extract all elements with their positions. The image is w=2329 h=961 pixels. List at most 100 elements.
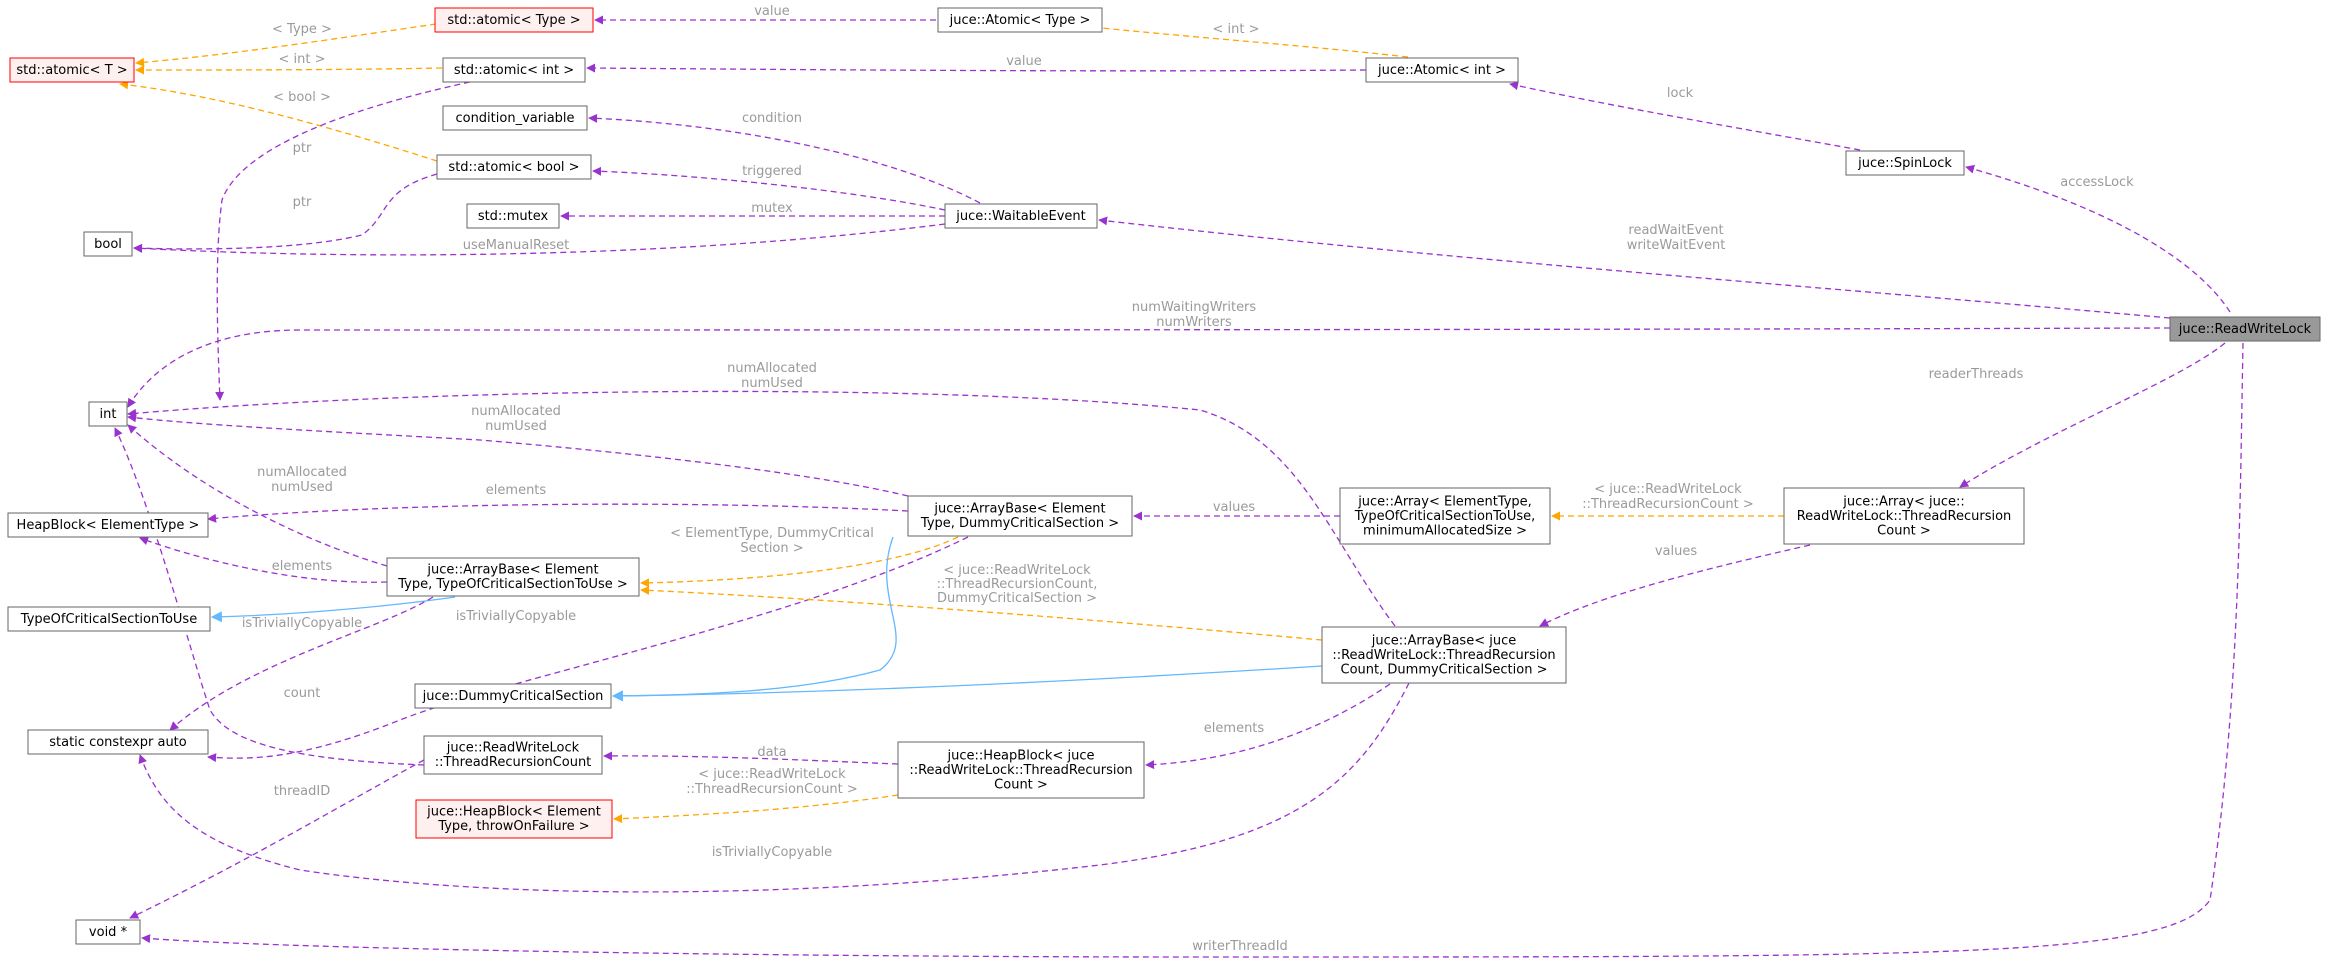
edge-label: ptr (293, 195, 312, 210)
node-array-generic[interactable]: juce::Array< ElementType,TypeOfCriticalS… (1339, 487, 1551, 545)
node-dummy-cs[interactable]: juce::DummyCriticalSection (414, 683, 612, 709)
node-array-juce[interactable]: juce::Array< juce::ReadWriteLock::Thread… (1783, 487, 2025, 545)
node-box (1339, 487, 1551, 545)
edge-label: < juce::ReadWriteLock (1594, 482, 1742, 497)
edge-label: values (1213, 500, 1256, 515)
edge-dummy-inherit (611, 536, 897, 702)
edge-label: lock (1667, 86, 1694, 101)
node-label: juce::WaitableEvent (955, 209, 1086, 224)
node-static-constexpr[interactable]: static constexpr auto (27, 729, 209, 755)
node-label: Count > (1877, 523, 1931, 538)
node-label: juce::Array< ElementType, (1357, 494, 1532, 509)
edge-int-tpl2 (135, 65, 443, 75)
node-box (1365, 57, 1519, 83)
edge-juce-elements (1145, 683, 1391, 770)
node-box (83, 231, 133, 257)
node-label: juce::HeapBlock< juce (947, 748, 1095, 763)
node-label: std::mutex (478, 209, 549, 224)
node-box (414, 683, 612, 709)
node-label: juce::Atomic< Type > (949, 13, 1091, 28)
edge-label: elements (1204, 721, 1265, 736)
node-label: HeapBlock< ElementType > (17, 518, 200, 533)
node-label: ::ReadWriteLock::ThreadRecursion (909, 763, 1132, 778)
node-bool[interactable]: bool (83, 231, 133, 257)
node-waitable-event[interactable]: juce::WaitableEvent (944, 203, 1098, 229)
node-label: Count > (994, 777, 1048, 792)
edge-accesslock (1965, 164, 2231, 313)
node-std-atomic-type[interactable]: std::atomic< Type > (434, 7, 594, 33)
nodes-layer: juce::ReadWriteLockjuce::SpinLockjuce::A… (7, 7, 2321, 945)
edge-juce-trivial (138, 682, 1410, 893)
node-readwritelock[interactable]: juce::ReadWriteLock (2169, 316, 2321, 342)
node-arraybase-tocs[interactable]: juce::ArrayBase< ElementType, TypeOfCrit… (386, 557, 640, 597)
node-label: juce::DummyCriticalSection (422, 689, 604, 704)
node-rwl-trc[interactable]: juce::ReadWriteLock::ThreadRecursionCoun… (423, 735, 603, 775)
edge-writers (127, 327, 2171, 408)
node-label: Type, throwOnFailure > (437, 819, 589, 834)
node-heapblock-throw[interactable]: juce::HeapBlock< ElementType, throwOnFai… (415, 799, 613, 839)
edge-ab-tocs-elements (139, 536, 388, 583)
node-std-atomic-int[interactable]: std::atomic< int > (442, 57, 586, 83)
node-box (436, 154, 592, 180)
node-arraybase-dummy[interactable]: juce::ArrayBase< ElementType, DummyCriti… (907, 495, 1133, 537)
node-std-atomic-bool[interactable]: std::atomic< bool > (436, 154, 592, 180)
edge-label: threadID (274, 784, 330, 799)
node-box (1321, 626, 1567, 684)
node-std-mutex[interactable]: std::mutex (466, 203, 560, 229)
node-int[interactable]: int (88, 401, 128, 427)
node-box (386, 557, 640, 597)
node-atomic-type-juce[interactable]: juce::Atomic< Type > (937, 7, 1103, 33)
node-heapblock-et[interactable]: HeapBlock< ElementType > (7, 512, 209, 538)
edge-label: numUsed (485, 419, 547, 434)
node-std-atomic-T[interactable]: std::atomic< T > (9, 57, 135, 83)
edge-label: numUsed (741, 376, 803, 391)
edge-label: numUsed (271, 480, 333, 495)
edge-label: < bool > (273, 90, 331, 105)
node-label: Count, DummyCriticalSection > (1341, 662, 1548, 677)
edges-layer (114, 15, 2244, 958)
edge-tocs-trivial (169, 596, 434, 731)
node-label: Type, DummyCriticalSection > (920, 516, 1119, 531)
node-box (1783, 487, 2025, 545)
node-condition-variable[interactable]: condition_variable (442, 105, 588, 131)
edge-readers (1959, 342, 2226, 488)
node-box (75, 919, 141, 945)
edge-hb-tpl (613, 794, 899, 824)
node-spinlock[interactable]: juce::SpinLock (1845, 150, 1965, 176)
edge-label: numAllocated (727, 361, 817, 376)
node-label: TypeOfCriticalSectionToUse (20, 612, 197, 627)
node-box (7, 512, 209, 538)
edge-ptr-bool (133, 173, 438, 253)
edge-ab-juce-int (127, 390, 1396, 627)
node-box (434, 7, 594, 33)
edge-label: useManualReset (463, 238, 570, 253)
node-label: juce::HeapBlock< Element (426, 805, 601, 820)
node-label: juce::Array< juce:: (1842, 494, 1965, 509)
node-label: juce::ReadWriteLock (446, 741, 580, 756)
node-box (2169, 316, 2321, 342)
node-label: ::ThreadRecursionCount (435, 755, 592, 770)
node-box (9, 57, 135, 83)
edge-label: ::ThreadRecursionCount, (937, 577, 1098, 592)
node-box (907, 495, 1133, 537)
edge-label: isTriviallyCopyable (456, 609, 576, 624)
edge-ptr-int (215, 81, 471, 401)
edge-tocs-inherit (210, 596, 456, 623)
node-atomic-int-juce[interactable]: juce::Atomic< int > (1365, 57, 1519, 83)
node-arraybase-juce[interactable]: juce::ArrayBase< juce::ReadWriteLock::Th… (1321, 626, 1567, 684)
node-label: std::atomic< int > (454, 63, 574, 78)
node-void-ptr[interactable]: void * (75, 919, 141, 945)
node-heapblock-juce[interactable]: juce::HeapBlock< juce::ReadWriteLock::Th… (897, 741, 1145, 799)
node-typeofcs[interactable]: TypeOfCriticalSectionToUse (7, 606, 211, 632)
node-label: std::atomic< bool > (448, 160, 579, 175)
node-label: std::atomic< T > (16, 63, 127, 78)
edge-label: value (754, 4, 790, 19)
node-label: juce::SpinLock (1857, 156, 1952, 171)
edge-label: value (1006, 54, 1042, 69)
edge-label: mutex (751, 201, 793, 216)
node-label: TypeOfCriticalSectionToUse, (1354, 509, 1536, 524)
edge-label: DummyCriticalSection > (937, 591, 1097, 606)
edge-label: < ElementType, DummyCritical (670, 526, 874, 541)
